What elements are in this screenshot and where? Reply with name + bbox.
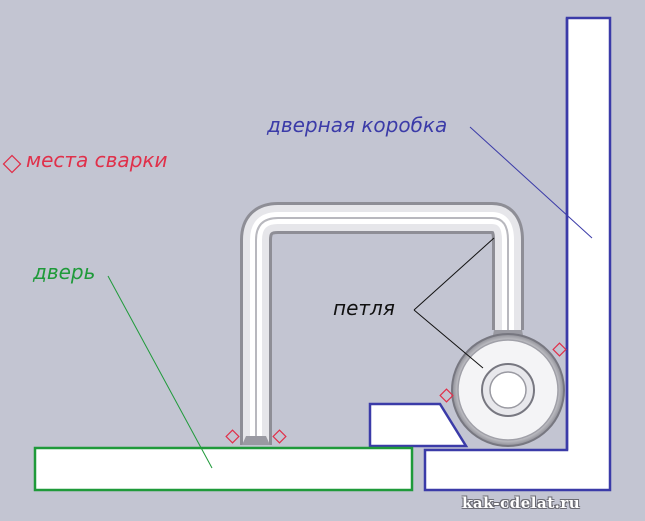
frame-stop: [368, 402, 469, 448]
label-door: дверь: [33, 260, 96, 284]
weld-markers: [225, 342, 567, 444]
leader-door: [107, 275, 213, 469]
weld-marker-frame-stop: [439, 388, 454, 403]
leader-door-frame: [469, 126, 593, 239]
leader-hinge-pipe: [413, 237, 495, 311]
hinge-barrel: [451, 333, 565, 447]
label-weld-spots: места сварки: [26, 148, 168, 172]
hinge-pipe: [240, 202, 524, 445]
leader-lines: [107, 126, 593, 469]
door-panel: [33, 446, 414, 492]
label-door-frame: дверная коробка: [267, 113, 448, 137]
weld-marker-frame-top: [552, 342, 567, 357]
door-frame: [423, 16, 612, 492]
site-watermark: kak-cdelat.ru: [462, 494, 581, 512]
label-hinge: петля: [333, 296, 395, 320]
diamond-outline-icon: [2, 154, 22, 174]
weld-marker-door-right: [272, 429, 287, 444]
weld-marker-door-left: [225, 429, 240, 444]
leader-hinge-barrel: [413, 309, 484, 369]
